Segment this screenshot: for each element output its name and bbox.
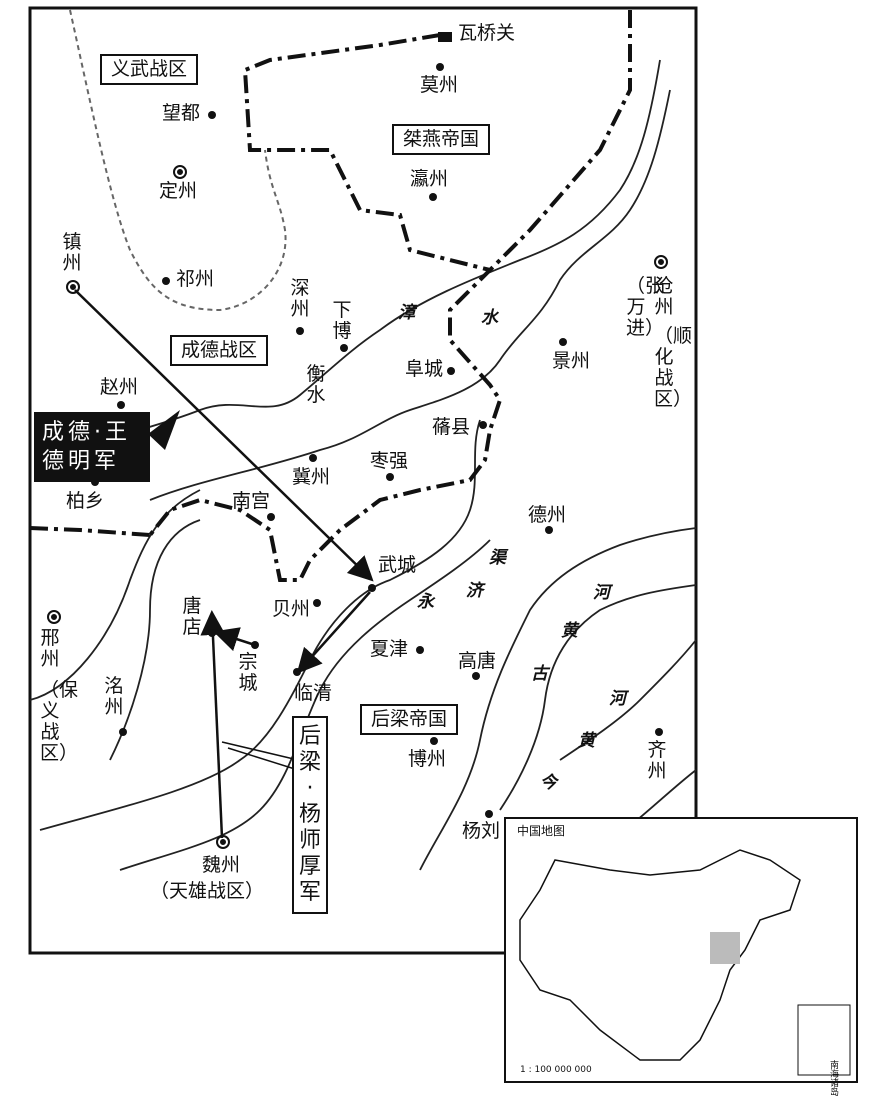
label-xingzhou-region: （保义战区） [40,679,79,764]
label-weizhou-region: （天雄战区） [150,880,265,902]
capital-markers [47,165,668,849]
label-jizhou: 冀州 [292,466,331,488]
region-jieyan: 桀燕帝国 [392,124,491,155]
city-markers [91,32,663,818]
label-qizhou-east: 齐州 [647,739,667,782]
inset-scale: 1 : 100 000 000 [520,1065,592,1075]
river-label-huang-gu: 黄 [561,621,578,641]
river-label-qu: 渠 [489,548,506,568]
label-xiabo: 下博 [332,299,352,342]
label-xingzhou: 邢州 [40,627,60,670]
label-hengshui: 衡水 [306,363,326,406]
label-wangdu: 望都 [162,102,201,124]
inset-sea-label: 南海诸岛 [830,1061,840,1098]
label-zongcheng: 宗城 [238,651,258,694]
label-bozhou: 博州 [408,748,447,770]
label-gaotang: 高唐 [458,650,497,672]
region-yiwu: 义武战区 [100,54,199,85]
army-houliang-label: 后梁·杨师厚军 [292,716,328,914]
label-qizhou: 祁州 [176,268,215,290]
region-houliang: 后梁帝国 [360,704,459,735]
label-jingzhou: 景州 [552,350,591,372]
army-label-pointer [221,741,299,771]
label-mozhou: 莫州 [420,74,459,96]
label-baixiang: 柏乡 [66,490,105,512]
region-chengde: 成德战区 [170,335,269,366]
label-xiajin: 夏津 [370,638,409,660]
label-cangzhou: 沧州 [654,275,674,318]
inset-highlight [710,932,740,964]
label-luozhou: 洺州 [104,675,124,718]
label-cangzhou-region: （顺化战区） [654,325,693,410]
label-zaoqiang: 枣强 [370,450,409,472]
river-label-he-jinhe: 河 [609,689,626,709]
river-label-shui: 水 [481,308,498,328]
label-dezhou: 德州 [528,504,567,526]
army-label-pointer-2 [148,410,180,450]
label-nangong: 南宫 [232,490,271,512]
label-zhaozhou: 赵州 [100,376,139,398]
label-wucheng: 武城 [378,554,417,576]
yiwu-boundary [69,9,287,312]
label-cangzhou-note: （张万进） [626,275,665,339]
river-label-gu: 古 [531,664,548,684]
label-yinzhou: 瀛州 [410,168,449,190]
river-label-zhang: 漳 [398,303,415,323]
river-label-yong: 永 [417,592,434,612]
label-dingzhou: 定州 [159,180,198,202]
label-zhenzhou: 镇州 [62,231,82,274]
inset-china-outline [519,849,801,1061]
label-yangliu: 杨刘 [462,820,501,842]
river-label-ji: 济 [466,581,483,601]
inset-title: 中国地图 [517,824,566,838]
label-tiaoxian: 蓨县 [432,416,471,438]
label-tangdian: 唐店 [182,595,202,638]
inset-sea-box [797,1004,851,1076]
label-shenzhou: 深州 [290,277,310,320]
army-routes [74,289,374,839]
river-label-jin: 今 [540,773,557,793]
empire-boundaries [29,10,632,582]
river-label-he-guhe: 河 [593,583,610,603]
river-label-huang-jin: 黄 [578,731,595,751]
label-fucheng: 阜城 [405,358,444,380]
label-weizhou: 魏州 [202,854,241,876]
army-chengde-label: 成德·王德明军 [34,412,150,482]
label-wqg: 瓦桥关 [458,22,516,44]
label-linqing: 临清 [294,682,333,704]
label-beizhou: 贝州 [272,598,311,620]
